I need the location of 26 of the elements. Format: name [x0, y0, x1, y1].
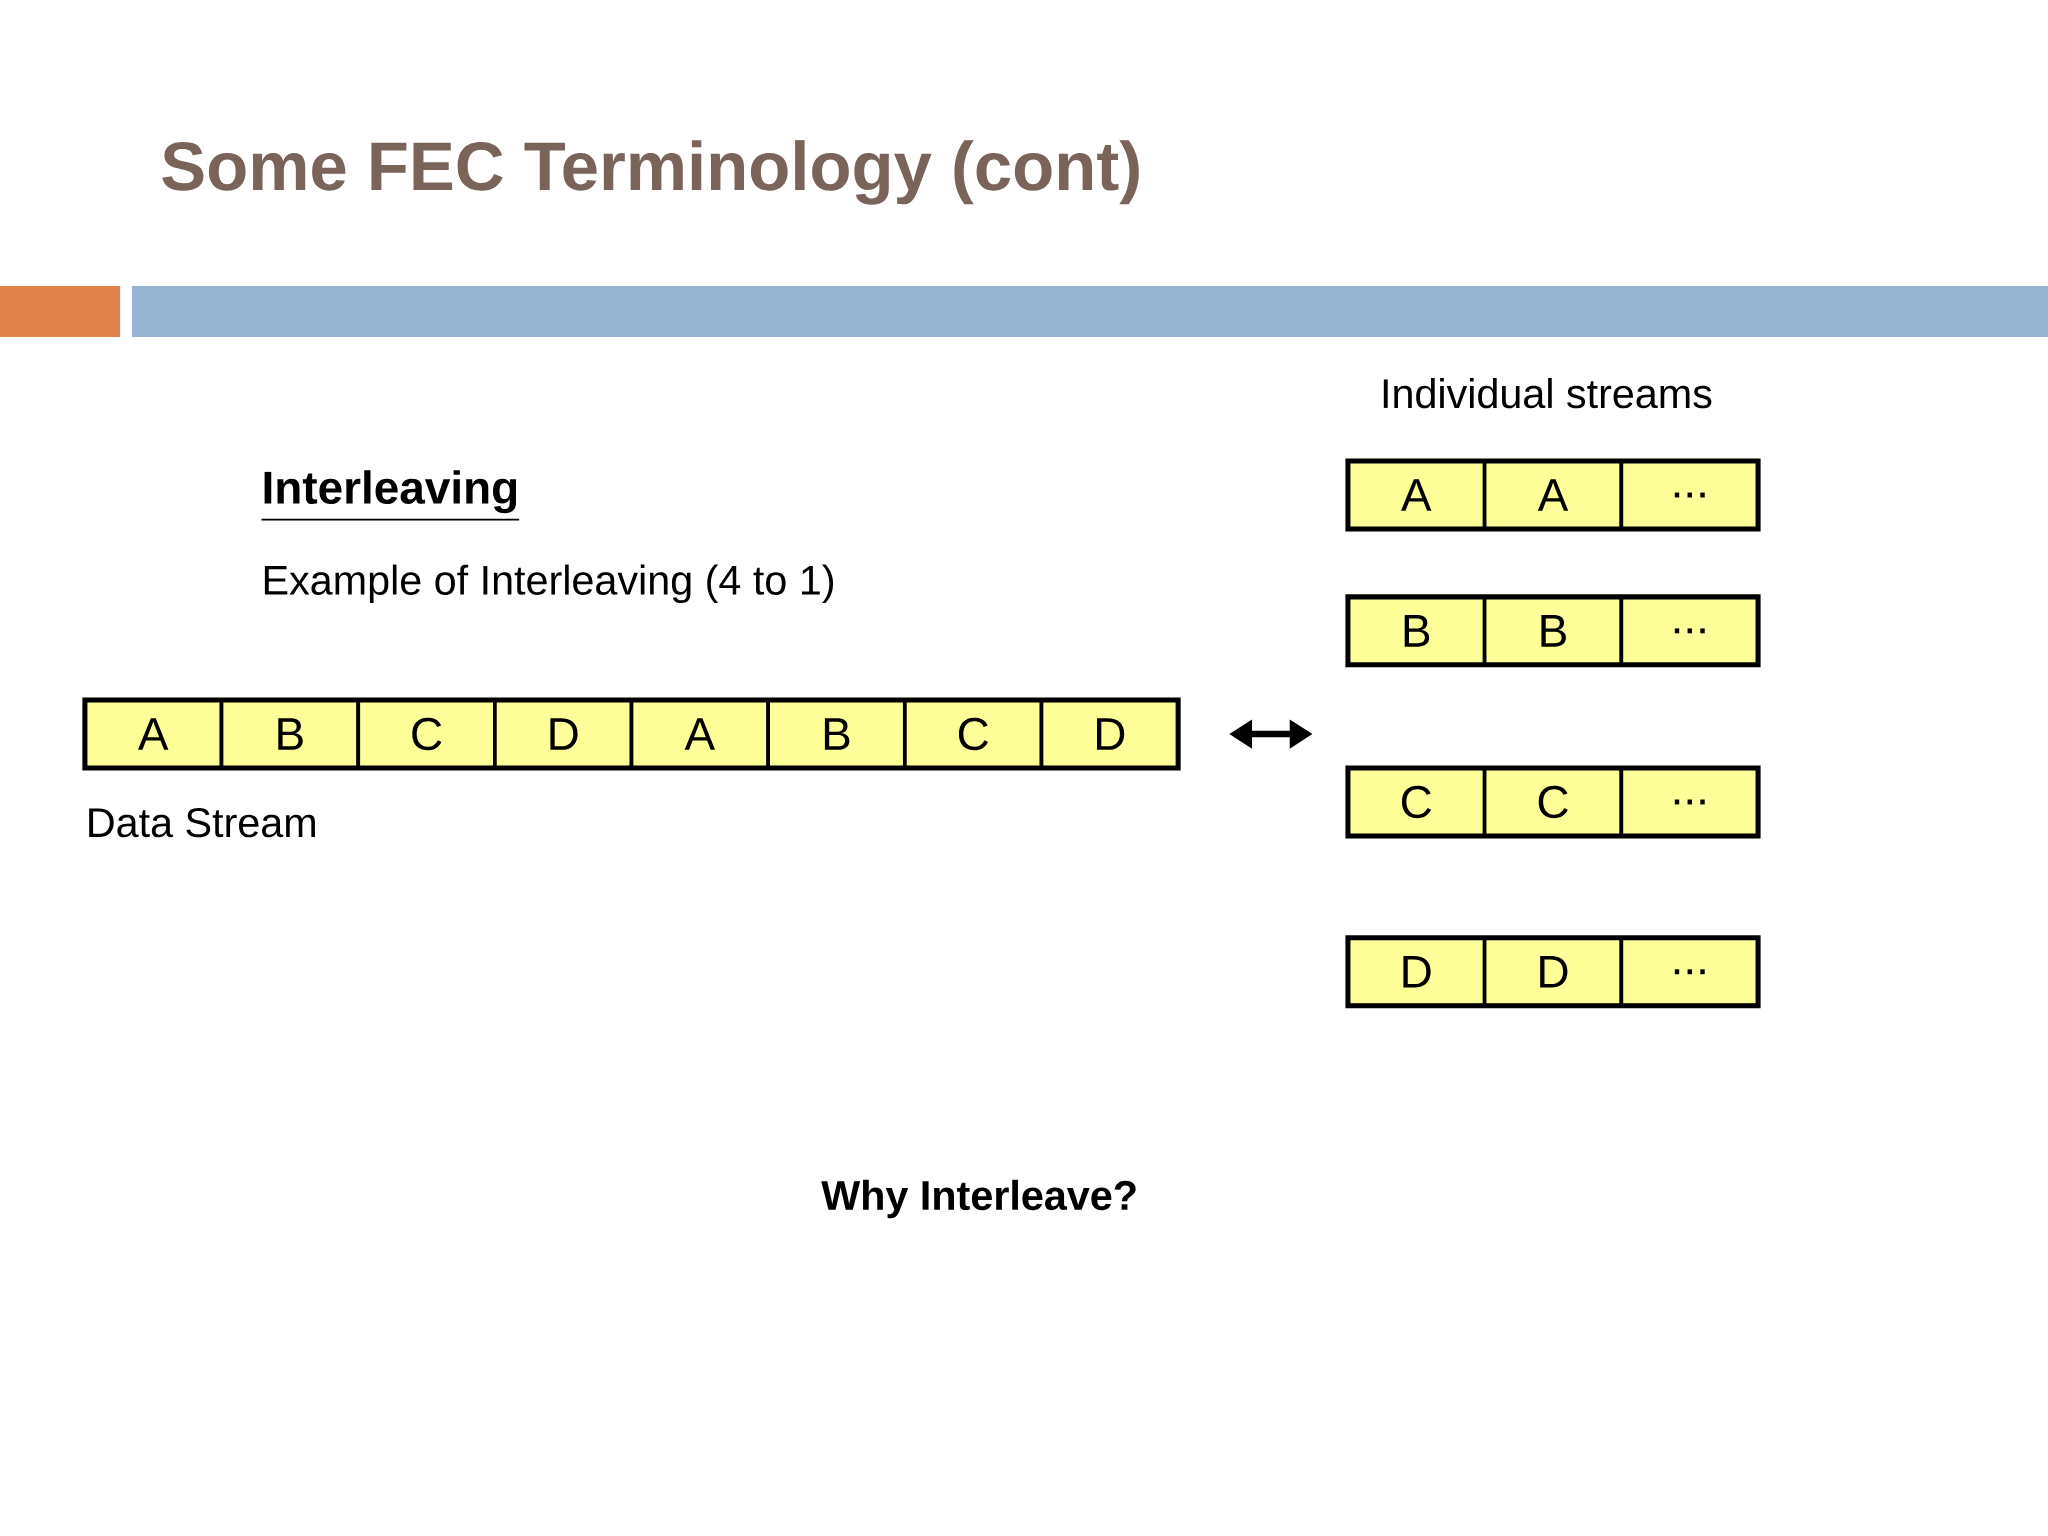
cell: ... [1619, 459, 1760, 531]
cell: C [903, 698, 1044, 770]
cell: C [1482, 766, 1624, 838]
cell: A [1482, 459, 1624, 531]
slide-title: Some FEC Terminology (cont) [162, 140, 1139, 205]
cell: B [766, 698, 907, 770]
row-caption: Data Stream [89, 808, 315, 838]
cell: D [1039, 698, 1180, 770]
cell: B [219, 698, 360, 770]
cell: ... [1619, 935, 1760, 1008]
cell: D [1482, 935, 1624, 1008]
section-heading: Interleaving [260, 470, 521, 521]
cell: A [629, 698, 770, 770]
stream-row [1345, 935, 1761, 1009]
cell: D [493, 698, 634, 770]
stream-row [1345, 458, 1761, 532]
cell: B [1482, 595, 1624, 667]
subheading: Example of Interleaving (4 to 1) [264, 564, 833, 604]
question: Why Interleave? [821, 1179, 1136, 1219]
stream-row [1345, 765, 1761, 839]
stream-row [1345, 594, 1761, 668]
stream-row [82, 697, 1181, 771]
heading: Individual streams [1383, 377, 1712, 409]
cell: C [356, 698, 497, 770]
cell: ... [1619, 766, 1760, 838]
cell: ... [1619, 595, 1760, 667]
